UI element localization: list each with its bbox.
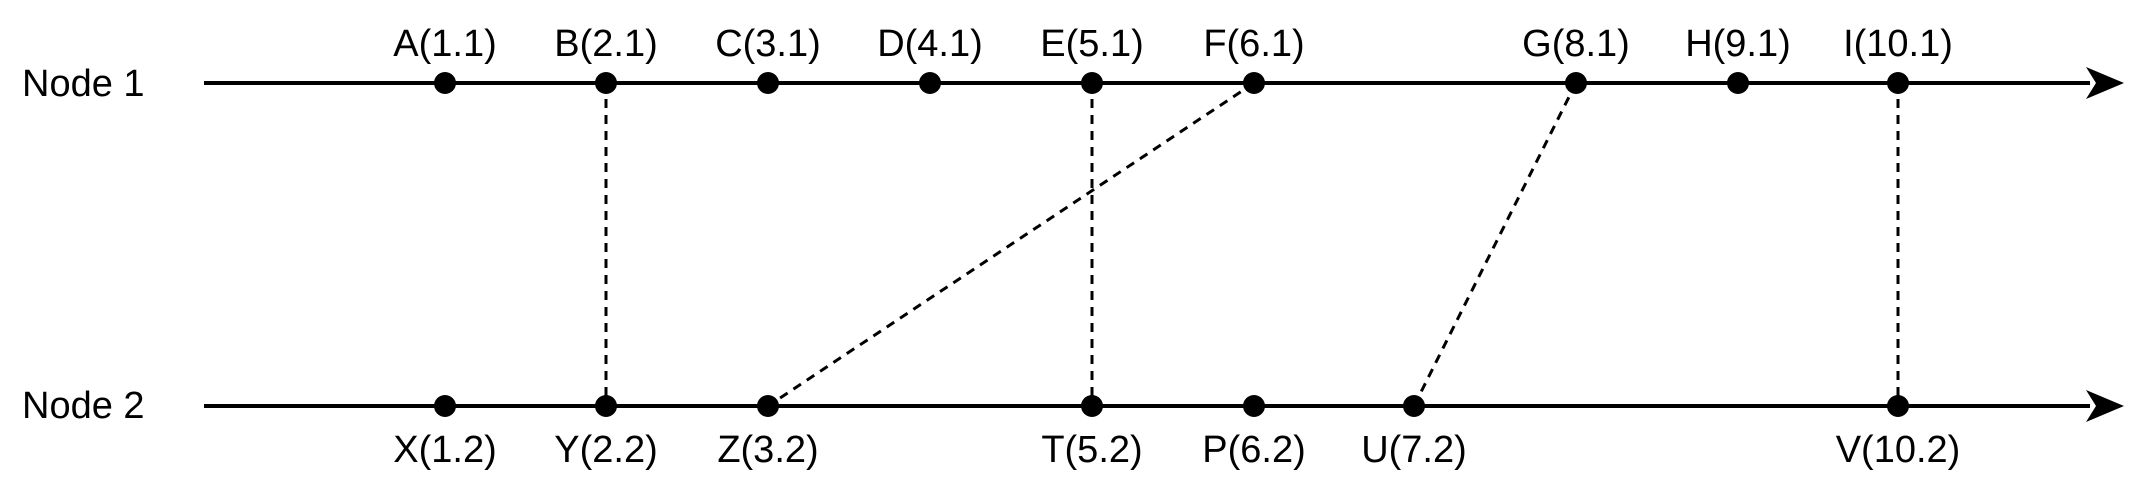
node-2-arrowhead <box>2086 390 2124 422</box>
event-a: A(1.1) <box>393 23 497 94</box>
event-d: D(4.1) <box>877 23 983 94</box>
event-d-dot <box>919 72 941 94</box>
event-h-label: H(9.1) <box>1685 23 1791 65</box>
event-t-label: T(5.2) <box>1041 429 1142 471</box>
event-h: H(9.1) <box>1685 23 1791 94</box>
event-i-label: I(10.1) <box>1843 23 1953 65</box>
event-c-dot <box>757 72 779 94</box>
event-z: Z(3.2) <box>717 395 819 471</box>
event-a-dot <box>434 72 456 94</box>
event-b-label: B(2.1) <box>554 23 657 65</box>
event-p-label: P(6.2) <box>1202 429 1305 471</box>
event-x-dot <box>434 395 456 417</box>
event-c-label: C(3.1) <box>715 23 821 65</box>
event-g-dot <box>1565 72 1587 94</box>
event-a-label: A(1.1) <box>393 23 496 65</box>
event-f-label: F(6.1) <box>1203 23 1304 65</box>
event-h-dot <box>1727 72 1749 94</box>
event-d-label: D(4.1) <box>877 23 983 65</box>
message-g-to-u <box>1412 82 1578 407</box>
event-t: T(5.2) <box>1041 395 1143 471</box>
event-g: G(8.1) <box>1522 23 1630 94</box>
event-g-label: G(8.1) <box>1522 23 1630 65</box>
node-2-label: Node 2 <box>22 385 145 427</box>
node-1-arrowhead <box>2086 67 2124 99</box>
event-y-label: Y(2.2) <box>554 429 657 471</box>
event-e-dot <box>1081 72 1103 94</box>
event-f-dot <box>1243 72 1265 94</box>
event-f: F(6.1) <box>1203 23 1305 94</box>
event-v: V(10.2) <box>1836 395 1961 471</box>
event-e: E(5.1) <box>1040 23 1144 94</box>
event-c: C(3.1) <box>715 23 821 94</box>
event-y: Y(2.2) <box>554 395 658 471</box>
event-p: P(6.2) <box>1202 395 1306 471</box>
event-i: I(10.1) <box>1843 23 1953 94</box>
event-v-label: V(10.2) <box>1836 429 1961 471</box>
event-b-dot <box>595 72 617 94</box>
event-b: B(2.1) <box>554 23 658 94</box>
event-z-dot <box>757 395 779 417</box>
node-2-events: X(1.2) Y(2.2) Z(3.2) T(5.2) P(6.2) U(7.2… <box>393 395 1960 471</box>
node-1-label: Node 1 <box>22 63 145 105</box>
event-u: U(7.2) <box>1361 395 1467 471</box>
event-u-label: U(7.2) <box>1361 429 1467 471</box>
event-u-dot <box>1403 395 1425 417</box>
event-t-dot <box>1081 395 1103 417</box>
event-z-label: Z(3.2) <box>717 429 818 471</box>
node-1-events: A(1.1) B(2.1) C(3.1) D(4.1) E(5.1) F(6.1… <box>393 23 1953 94</box>
event-x: X(1.2) <box>393 395 497 471</box>
event-x-label: X(1.2) <box>393 429 496 471</box>
event-e-label: E(5.1) <box>1040 23 1143 65</box>
event-i-dot <box>1887 72 1909 94</box>
message-f-to-z <box>767 81 1255 408</box>
event-p-dot <box>1243 395 1265 417</box>
event-v-dot <box>1887 395 1909 417</box>
event-y-dot <box>595 395 617 417</box>
